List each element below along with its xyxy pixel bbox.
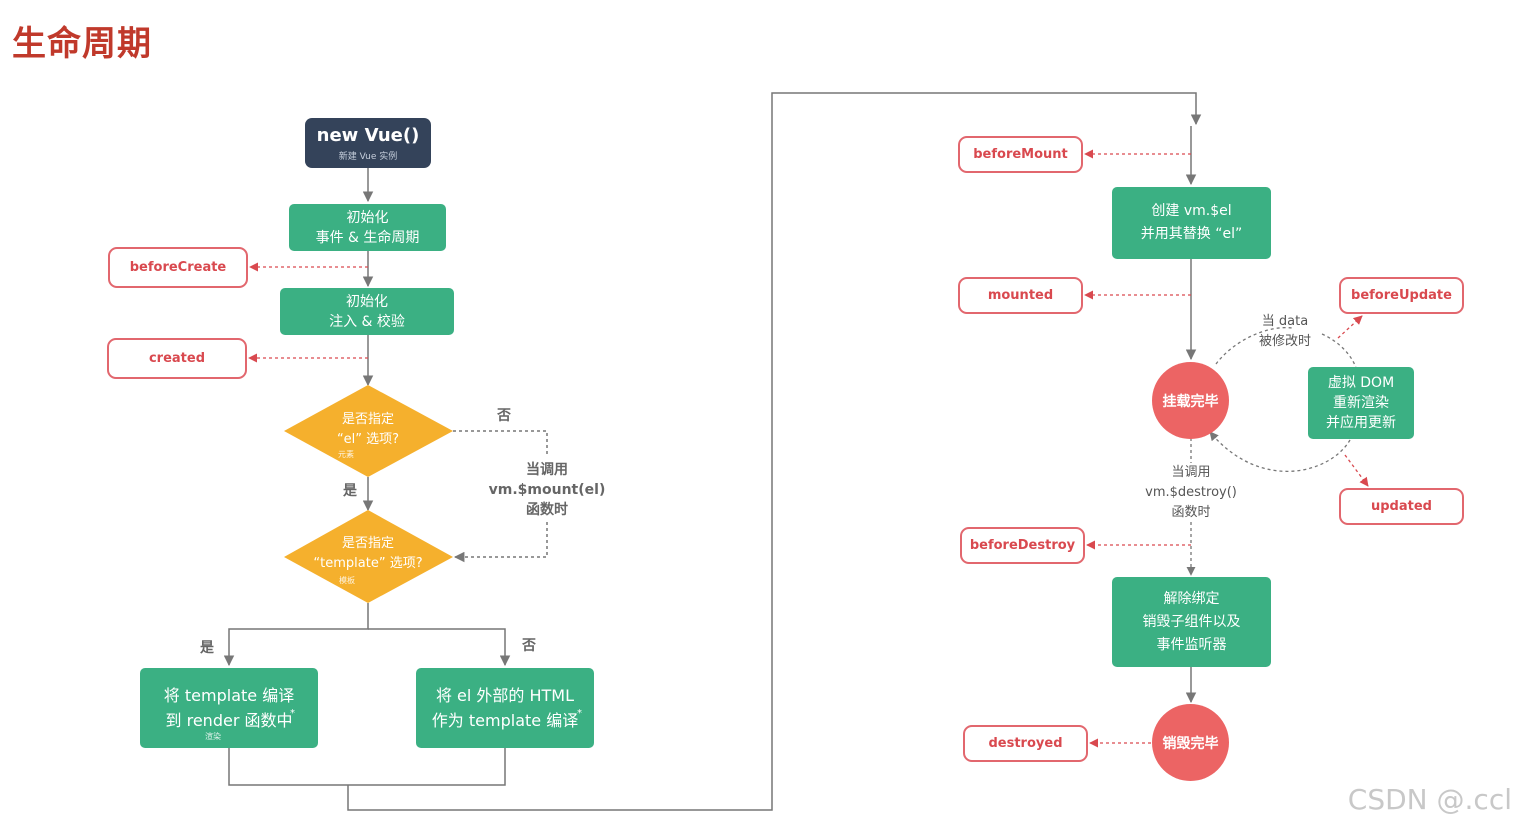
compile-template-asterisk: * [290, 708, 295, 719]
q-el-tiny: 元素 [338, 450, 354, 459]
virtual-dom-line1: 虚拟 DOM [1327, 375, 1395, 391]
label-yes-template: 是 [200, 640, 214, 656]
init-inject-node: 初始化 注入 & 校验 [280, 288, 454, 335]
mount-call-line2: vm.$mount(el) [488, 482, 606, 498]
hook-updated: updated [1339, 488, 1464, 525]
new-vue-sublabel: 新建 Vue 实例 [338, 151, 398, 162]
virtual-dom-node: 虚拟 DOM 重新渲染 并应用更新 [1308, 367, 1414, 439]
q-el-text: 是否指定 “el” 选项? [300, 410, 436, 450]
compile-outer-line2: 作为 template 编译 [431, 711, 579, 730]
mounted-circle: 挂载完毕 [1152, 362, 1229, 439]
teardown-line1: 解除绑定 [1163, 590, 1220, 607]
q-template-line1: 是否指定 [341, 536, 394, 551]
decision-diamond-template [284, 510, 453, 603]
destroy-call-line1: 当调用 [1171, 465, 1211, 480]
compile-outer-asterisk: * [577, 708, 582, 719]
watermark: CSDN @.ccl [1347, 783, 1512, 816]
compile-template-node: 将 template 编译 到 render 函数中 [140, 668, 318, 748]
q-template-line2: “template” 选项? [313, 556, 423, 571]
label-yes-el: 是 [343, 483, 357, 499]
data-changed-line2: 被修改时 [1258, 334, 1311, 349]
q-el-line1: 是否指定 [341, 412, 394, 427]
flow-line [347, 92, 1202, 811]
compile-outer-line1: 将 el 外部的 HTML [435, 686, 575, 705]
decision-diamond-el [284, 385, 453, 477]
hook-connector [1344, 454, 1369, 487]
hook-mounted: mounted [958, 277, 1083, 314]
label-no-template: 否 [522, 638, 536, 654]
q-el-line2: “el” 选项? [336, 432, 400, 447]
no-el-path [453, 522, 548, 563]
flow-line [368, 628, 511, 667]
no-el-path [453, 430, 548, 456]
virtual-dom-line3: 并应用更新 [1326, 415, 1396, 431]
teardown-node: 解除绑定 销毁子组件以及 事件监听器 [1112, 577, 1271, 667]
hook-before-mount: beforeMount [958, 136, 1083, 173]
label-data-changed: 当 data 被修改时 [1244, 312, 1326, 352]
compile-template-line2: 到 render 函数中 [165, 711, 293, 730]
hook-before-create: beforeCreate [108, 247, 248, 288]
flow-line [228, 748, 506, 786]
mount-call-line1: 当调用 [526, 462, 568, 478]
label-mount-call: 当调用 vm.$mount(el) 函数时 [480, 460, 614, 520]
create-el-line2: 并用其替换 “el” [1140, 226, 1243, 242]
teardown-line2: 销毁子组件以及 [1142, 613, 1241, 630]
update-loop [1215, 326, 1293, 365]
hook-destroyed: destroyed [963, 725, 1088, 762]
data-changed-line1: 当 data [1261, 314, 1309, 329]
destroy-call-line2: vm.$destroy() [1145, 485, 1237, 500]
mount-call-line3: 函数时 [526, 502, 568, 518]
destroy-call-line3: 函数时 [1171, 505, 1211, 520]
hook-connector [1337, 315, 1363, 339]
teardown-line3: 事件监听器 [1156, 636, 1227, 653]
update-loop [1209, 431, 1351, 472]
update-loop [1321, 333, 1357, 369]
label-destroy-call: 当调用 vm.$destroy() 函数时 [1128, 463, 1254, 523]
q-template-tiny: 模板 [339, 576, 355, 585]
compile-template-tiny: 渲染 [205, 732, 221, 741]
hook-before-destroy: beforeDestroy [960, 527, 1085, 564]
flow-line [223, 603, 369, 667]
hook-before-update: beforeUpdate [1339, 277, 1464, 314]
virtual-dom-line2: 重新渲染 [1333, 395, 1389, 411]
init-inject-line2: 注入 & 校验 [329, 313, 405, 330]
new-vue-label: new Vue() [316, 124, 420, 146]
hook-created: created [107, 338, 247, 379]
init-inject-line1: 初始化 [346, 293, 388, 310]
compile-outer-node: 将 el 外部的 HTML 作为 template 编译 [416, 668, 594, 748]
create-el-node: 创建 vm.$el 并用其替换 “el” [1112, 187, 1271, 259]
page-title: 生命周期 [12, 24, 152, 64]
destroyed-circle: 销毁完毕 [1152, 704, 1229, 781]
label-no-el: 否 [497, 408, 511, 424]
create-el-line1: 创建 vm.$el [1151, 203, 1232, 219]
init-events-node: 初始化 事件 & 生命周期 [289, 204, 446, 251]
init-events-line2: 事件 & 生命周期 [315, 229, 420, 246]
init-events-line1: 初始化 [346, 209, 389, 226]
q-template-text: 是否指定 “template” 选项? [290, 534, 446, 574]
new-vue-node: new Vue() 新建 Vue 实例 [305, 118, 431, 168]
compile-template-line1: 将 template 编译 [163, 686, 295, 705]
